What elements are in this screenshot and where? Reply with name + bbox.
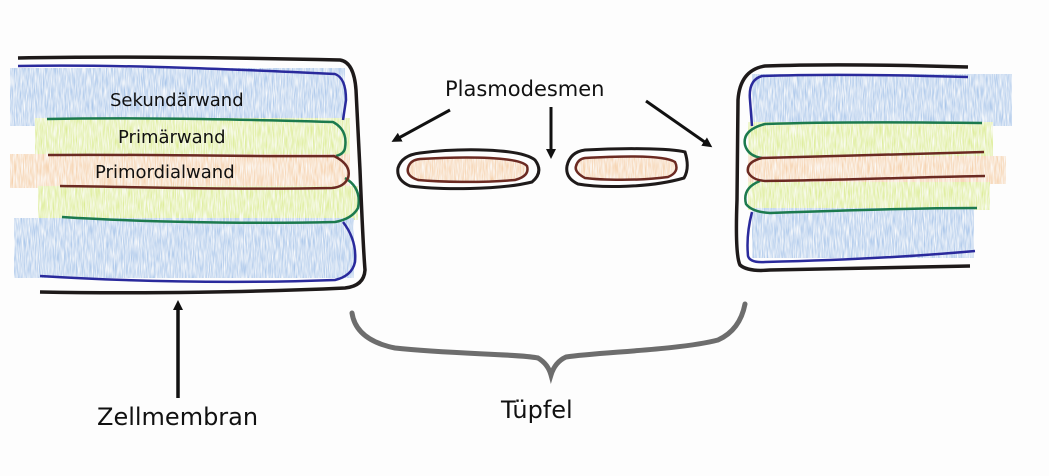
plasmodesma-left-core-fill	[407, 157, 528, 182]
right-cell-wall	[734, 63, 1012, 273]
label-primary-wall: Primärwand	[118, 127, 226, 148]
label-primordial-wall: Primordialwand	[95, 162, 235, 183]
left-cell-wall: Sekundärwand Primärwand Primordialwand	[10, 55, 367, 295]
plasmodesmata-group: Plasmodesmen	[391, 77, 713, 191]
label-cell-membrane: Zellmembran	[97, 403, 258, 431]
label-secondary-wall: Sekundärwand	[110, 90, 244, 111]
arrow-plasmodesmata-right	[645, 99, 713, 148]
pit-brace	[349, 301, 748, 384]
left-primordial-wall-line	[47, 153, 350, 190]
right-primordial-wall-line	[746, 150, 986, 183]
plasmodesma-right-core-fill	[575, 156, 677, 180]
arrow-plasmodesmata-left	[391, 108, 451, 142]
right-secondary-wall-line	[746, 73, 976, 264]
right-cell-membrane-line	[734, 63, 971, 273]
cell-membrane-annotation: Zellmembran	[97, 300, 258, 431]
left-primary-wall-top-fill	[35, 118, 350, 156]
label-pit: Tüpfel	[500, 396, 573, 424]
plasmodesma-left-core-line	[406, 156, 529, 184]
left-primordial-wall-fill	[10, 154, 350, 188]
pit-annotation: Tüpfel	[349, 301, 748, 424]
right-primary-wall-bottom-fill	[748, 182, 990, 210]
left-primary-wall-bottom-fill	[38, 186, 358, 220]
left-secondary-wall-line	[17, 64, 357, 284]
left-cell-membrane-line	[17, 55, 367, 295]
plasmodesma-right-core-line	[574, 155, 678, 181]
left-secondary-wall-top-fill	[10, 68, 345, 126]
plasmodesma-left-outer	[396, 148, 541, 191]
plasmodesma-right-outer	[565, 147, 689, 188]
left-secondary-wall-bottom-fill	[14, 218, 354, 278]
left-primary-wall-line	[46, 117, 360, 225]
right-secondary-wall-top-fill	[752, 74, 1012, 126]
label-plasmodesmata: Plasmodesmen	[445, 77, 605, 101]
right-secondary-wall-bottom-fill	[752, 208, 974, 258]
right-primary-wall-line	[743, 121, 983, 215]
